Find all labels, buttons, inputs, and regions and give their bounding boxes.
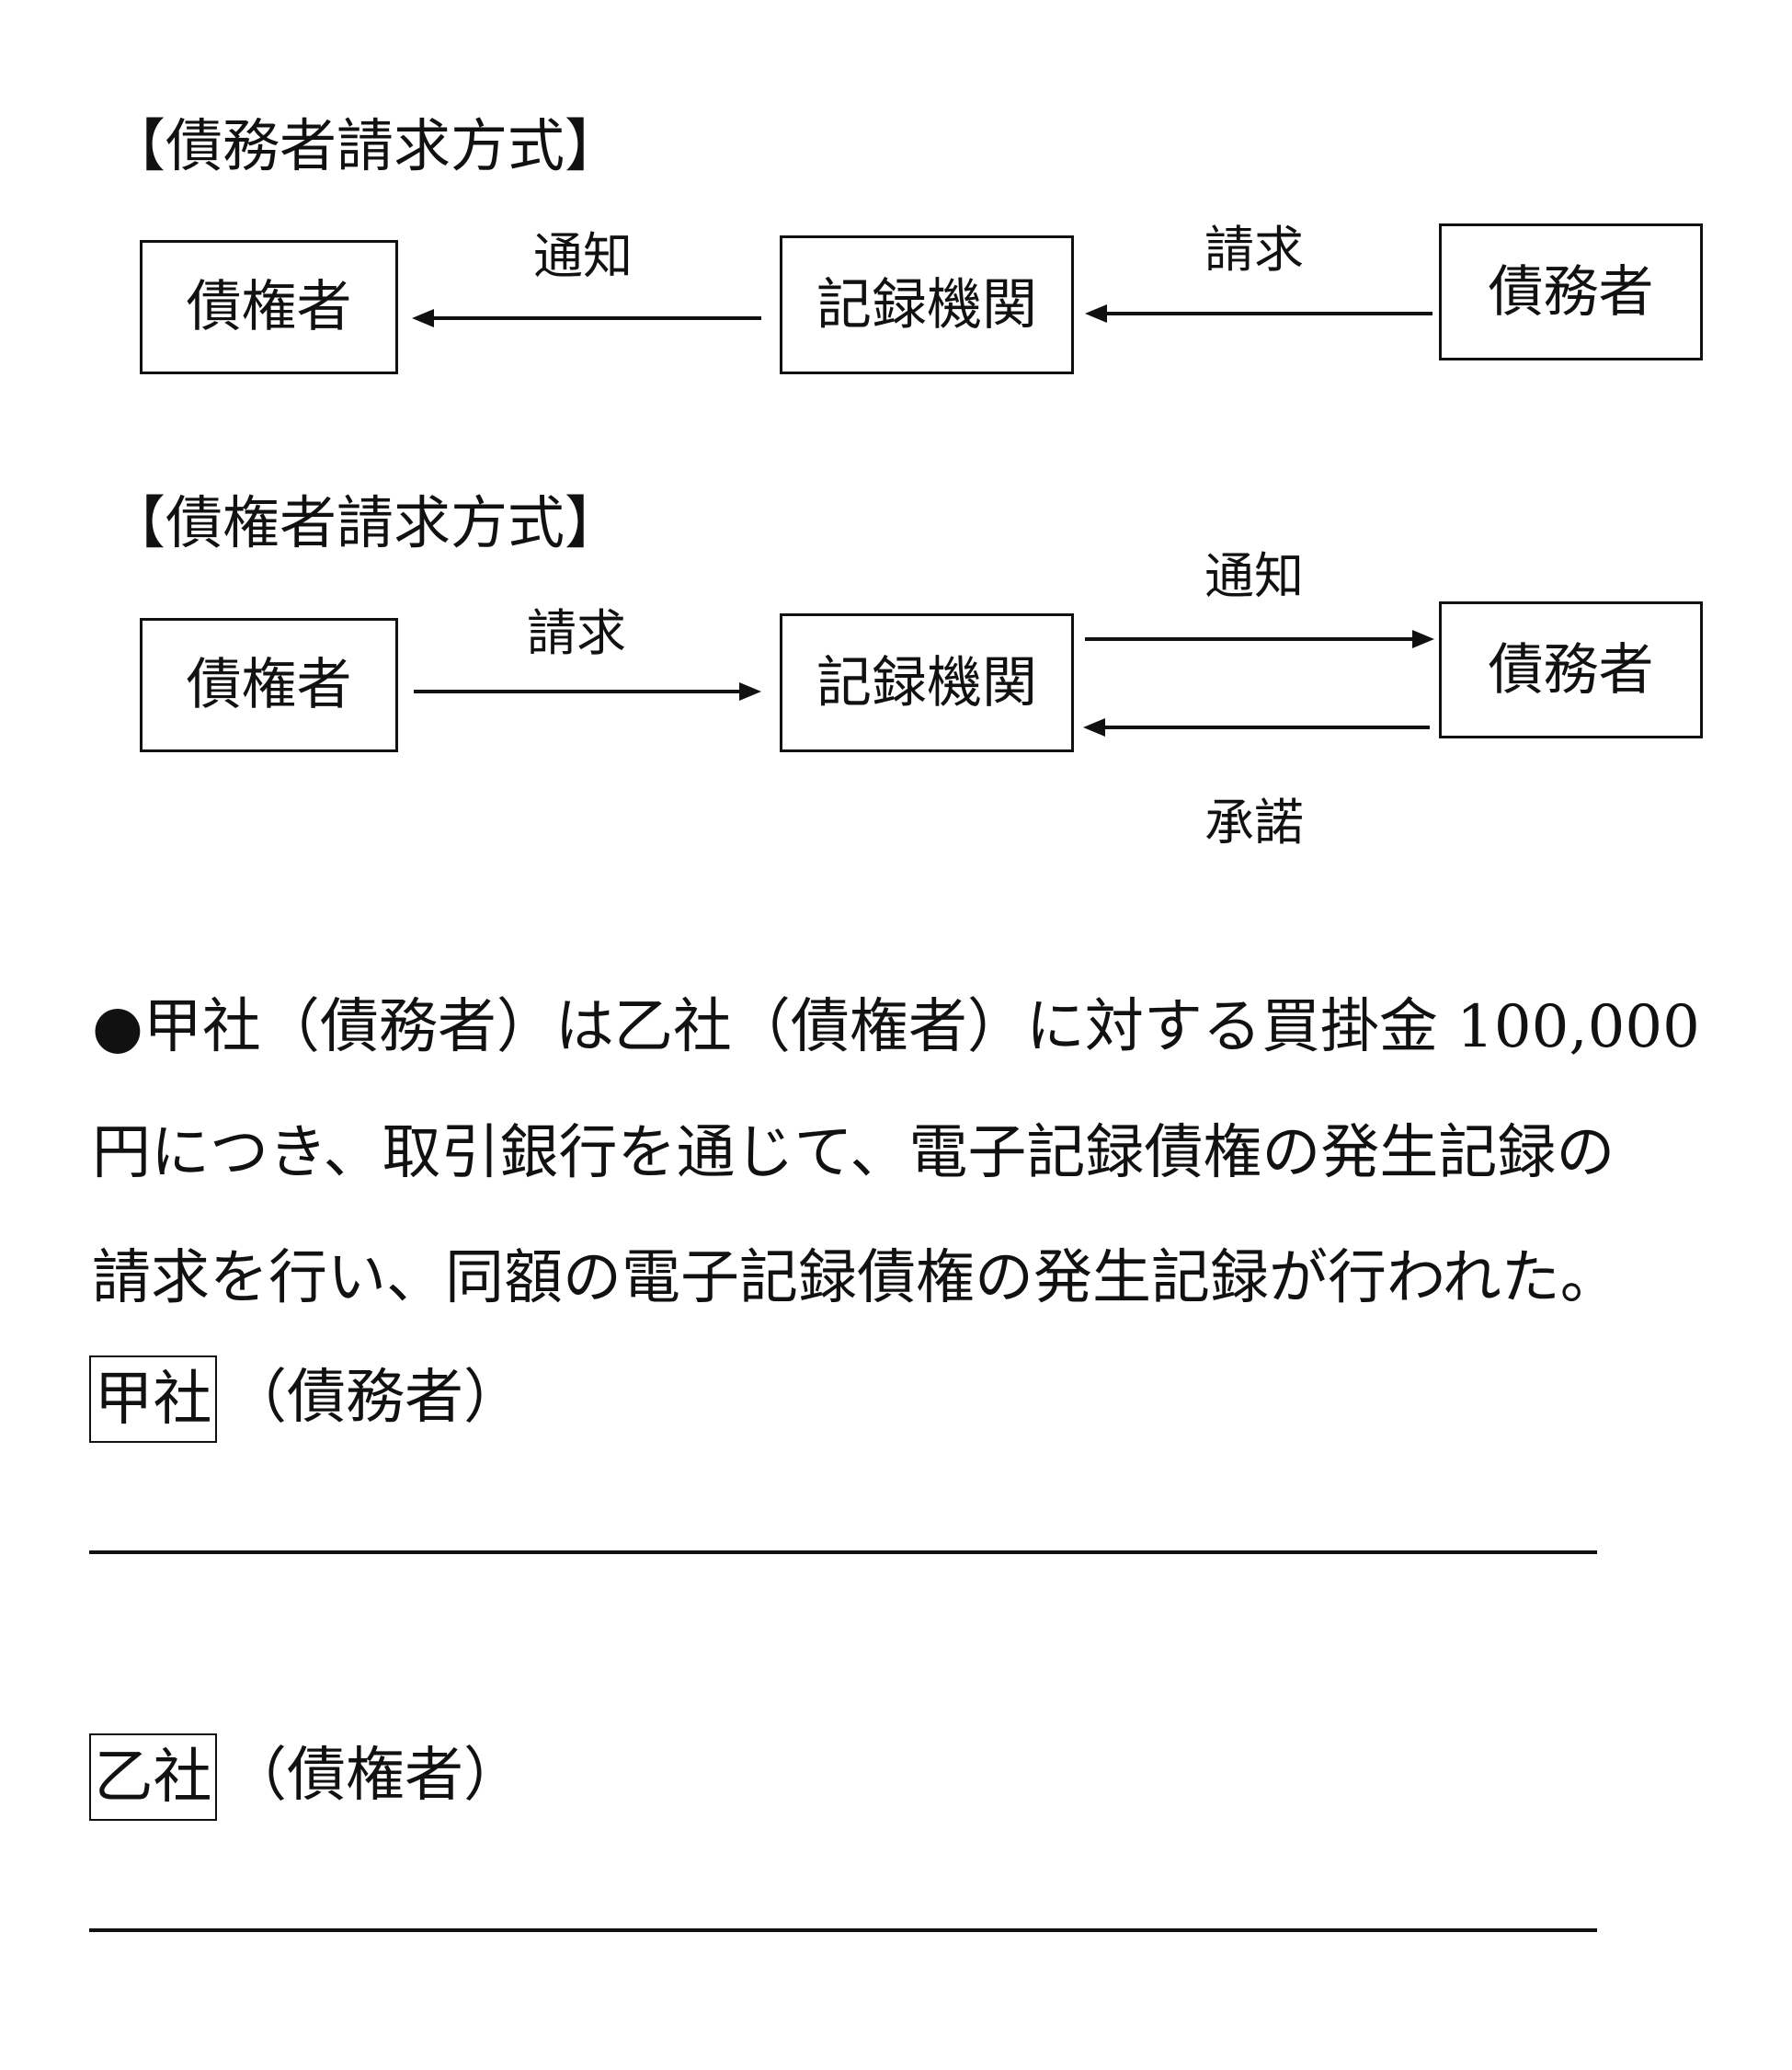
question-line-3: 請求を行い、同額の電子記録債権の発生記録が行われた。 [92,1244,1619,1312]
creditor-method-request-label: 請求 [527,604,626,662]
company-a-role: （債務者） [228,1364,522,1432]
creditor-method-notice-label: 通知 [1204,547,1304,605]
company-b-label-box: 乙社 [89,1733,217,1821]
company-b-answer-line[interactable] [89,1928,1597,1932]
company-a-name: 甲社 [94,1365,212,1434]
company-b-role: （債権者） [228,1742,522,1810]
company-a-answer-line[interactable] [89,1550,1597,1554]
debtor-method-creditor-box: 債権者 [140,240,398,374]
creditor-method-creditor-box: 債権者 [140,618,398,752]
arrow-debtor-to-registry-consent [1083,718,1430,737]
debtor-method-request-label: 請求 [1204,221,1304,279]
arrow-registry-to-debtor-notice [1085,630,1434,648]
arrow-creditor-to-registry-request [414,682,761,701]
creditor-method-consent-label: 承諾 [1204,794,1304,852]
debtor-method-debtor-label: 債務者 [1488,259,1654,325]
arrow-registry-to-creditor-notice [412,309,761,327]
creditor-method-debtor-box: 債務者 [1439,601,1703,738]
company-a-label-box: 甲社 [89,1355,217,1443]
debtor-method-creditor-label: 債権者 [186,275,352,339]
question-line-1: ●甲社（債務者）は乙社（債権者）に対する買掛金 100,000 [92,993,1700,1061]
question-line-2: 円につき、取引銀行を通じて、電子記録債権の発生記録の [92,1119,1615,1187]
arrow-debtor-to-registry-request [1085,304,1432,323]
debtor-method-notice-label: 通知 [533,227,633,285]
company-b-name: 乙社 [94,1743,212,1812]
creditor-method-registry-box: 記録機関 [780,613,1074,752]
debtor-method-debtor-box: 債務者 [1439,223,1703,360]
creditor-method-creditor-label: 債権者 [186,653,352,717]
creditor-method-debtor-label: 債務者 [1488,637,1654,703]
creditor-method-title: 【債権者請求方式】 [108,489,622,556]
creditor-method-registry-label: 記録機関 [816,650,1037,715]
debtor-method-title: 【債務者請求方式】 [108,112,622,179]
debtor-method-registry-label: 記録機関 [816,272,1037,337]
debtor-method-registry-box: 記録機関 [780,235,1074,374]
